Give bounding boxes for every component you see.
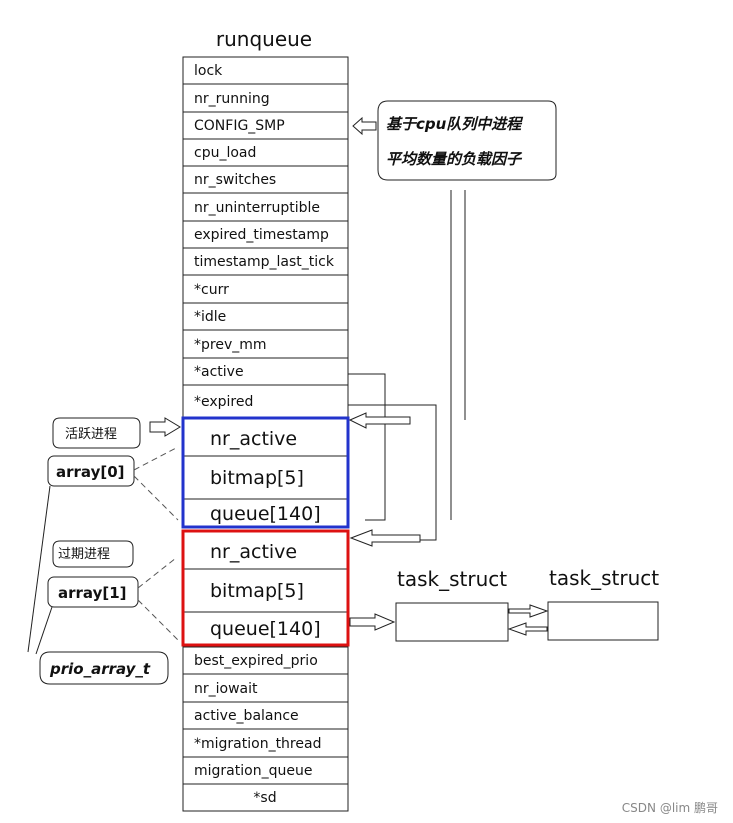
field-expired: *expired [194,394,253,410]
field-curr: *curr [194,282,229,298]
prio-array-bubble [39,651,169,685]
array0-nr-active: nr_active [210,428,297,450]
task-struct-box-1 [395,602,509,642]
active-proc-bubble [52,417,141,449]
task-struct-label-1: task_struct [397,567,507,591]
config-smp-arrow [352,116,377,136]
active-pointer-line [348,373,386,521]
field-cpu-load: cpu_load [194,145,256,161]
expired-pointer-line [348,404,437,541]
dash-array1-bottom [137,599,179,641]
dash-array1-top [137,557,177,589]
array0-bitmap: bitmap[5] [210,467,304,489]
task-link-arrow-forward [508,604,549,618]
active-proc-arrow [149,417,181,437]
field-idle: *idle [194,309,226,325]
prio-array-label: prio_array_t [49,660,151,678]
field-nr-running: nr_running [194,91,270,107]
arrow-to-expired-field [348,412,411,429]
arrow-queue-to-task [349,613,396,631]
array0-label-box [47,455,135,487]
runqueue-title: runqueue [216,27,312,51]
task-link-arrow-back [507,622,548,636]
field-config-smp: CONFIG_SMP [194,118,285,134]
array1-label: array[1] [58,584,127,602]
array0-queue: queue[140] [210,503,321,525]
task-struct-box-2 [547,601,659,641]
array0-label: array[0] [56,463,125,481]
field-nr-switches: nr_switches [194,172,276,188]
field-best-expired-prio: best_expired_prio [194,653,318,669]
field-prev-mm: *prev_mm [194,337,267,353]
annotation-line1: 基于cpu队列中进程 [386,115,523,133]
field-migration-queue: migration_queue [194,763,312,779]
field-lock: lock [194,63,223,79]
array1-queue: queue[140] [210,618,321,640]
task-struct-label-2: task_struct [549,566,659,590]
bracket-array0 [27,485,51,653]
array0-box: nr_active bitmap[5] queue[140] [181,416,350,529]
arrow-to-array1 [349,529,421,547]
watermark: CSDN @lim 鹏哥 [622,801,718,815]
field-active-balance: active_balance [194,708,299,724]
field-expired-timestamp: expired_timestamp [194,227,329,243]
field-nr-iowait: nr_iowait [194,681,258,697]
dash-array0-top [133,447,177,471]
field-sd: *sd [253,790,276,806]
bracket-array1 [35,606,53,655]
field-timestamp-last-tick: timestamp_last_tick [194,254,335,270]
field-migration-thread: *migration_thread [194,736,321,752]
field-active: *active [194,364,244,380]
runqueue-bottom-fields: best_expired_prio nr_iowait active_balan… [182,646,349,812]
runqueue-top-fields: lock nr_running CONFIG_SMP cpu_load nr_s… [182,56,349,419]
dash-array0-bottom [133,475,179,521]
expired-proc-bubble [52,540,134,568]
field-nr-uninterruptible: nr_uninterruptible [194,200,320,216]
array1-box: nr_active bitmap[5] queue[140] [181,529,350,647]
active-proc-label: 活跃进程 [65,427,117,442]
array1-nr-active: nr_active [210,541,297,563]
annotation-bubble [377,100,557,181]
array1-label-box [47,576,139,608]
array1-bitmap: bitmap[5] [210,580,304,602]
annotation-line2: 平均数量的负载因子 [386,150,523,168]
expired-proc-label: 过期进程 [58,547,110,562]
